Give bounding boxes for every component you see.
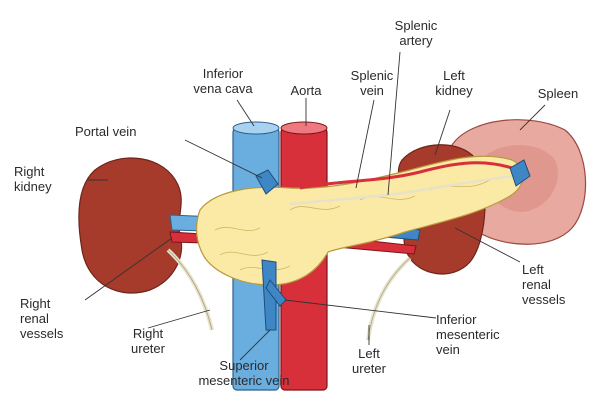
left-renal-vessels-label: Left renal vessels	[522, 262, 584, 307]
superior-mesenteric-vein-label: Superior mesenteric vein	[190, 358, 298, 388]
right-kidney	[79, 158, 182, 293]
left-ureter-label: Left ureter	[340, 346, 398, 376]
left-kidney-label: Left kidney	[430, 68, 478, 98]
splenic-artery-label: Splenic artery	[388, 18, 444, 48]
spleen-label: Spleen	[530, 86, 586, 101]
right-kidney-label: Right kidney	[14, 164, 84, 194]
aorta-label: Aorta	[282, 83, 330, 98]
right-renal-vessels-label: Right renal vessels	[20, 296, 90, 341]
splenic-vein-label: Splenic vein	[342, 68, 402, 98]
portal-vein-label: Portal vein	[75, 124, 185, 139]
inferior-mesenteric-vein-label: Inferior mesenteric vein	[436, 312, 526, 357]
inferior-vena-cava-label: Inferior vena cava	[188, 66, 258, 96]
right-ureter-label: Right ureter	[118, 326, 178, 356]
